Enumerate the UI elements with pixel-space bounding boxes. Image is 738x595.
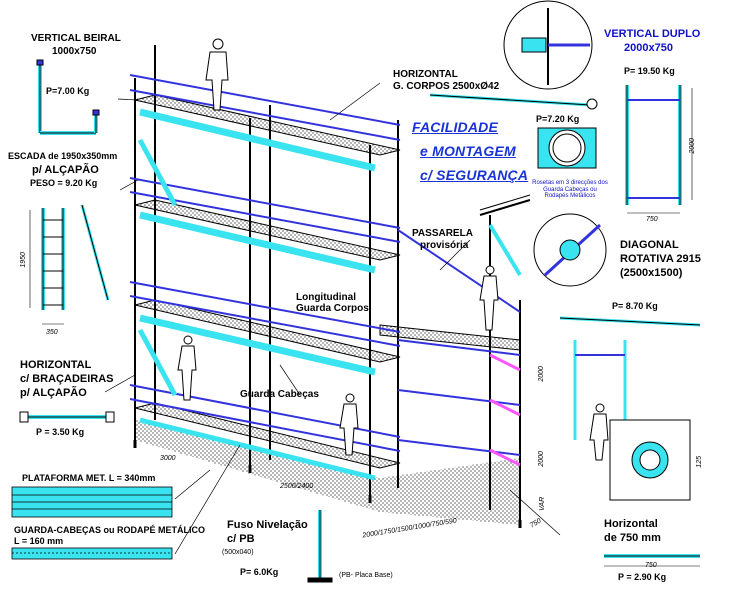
horizontal-g-corpos-line1: HORIZONTAL xyxy=(393,69,458,80)
workers xyxy=(177,38,609,461)
escada-detail xyxy=(29,204,110,325)
horizontal-bracadeiras-line3: p/ ALÇAPÃO xyxy=(20,387,87,399)
vertical-duplo-weight: P= 19.50 Kg xyxy=(624,66,675,76)
passarela-line1: PASSARELA xyxy=(412,228,473,239)
fuso-line3: (500x040) xyxy=(222,549,254,556)
diagonal-detail xyxy=(533,213,701,327)
facilidade-line2: e MONTAGEM xyxy=(420,143,516,159)
diagonal-weight: P= 8.70 Kg xyxy=(612,301,658,311)
guarda-cabecas-size: L = 160 mm xyxy=(14,536,64,546)
horizontal-bracadeiras-line2: c/ BRAÇADEIRAS xyxy=(20,373,114,385)
horizontal-750-width: 750 xyxy=(645,562,657,569)
diagonal-line1: DIAGONAL xyxy=(620,239,679,251)
horizontal-g-corpos xyxy=(429,93,598,110)
dim-2500-2400: 2500/2400 xyxy=(280,483,314,490)
plataforma-detail xyxy=(11,486,173,560)
horizontal-bracadeiras-weight: P = 3.50 Kg xyxy=(36,427,85,437)
dim-125: 125 xyxy=(696,456,703,468)
fuso-line1: Fuso Nivelação xyxy=(227,519,308,531)
rosette-note: Rosetas em 3 direcções dos Guarda Cabeça… xyxy=(532,180,608,200)
fuso-line2: c/ PB xyxy=(227,533,255,545)
vertical-duplo-width: 750 xyxy=(646,216,658,223)
vertical-beiral-detail xyxy=(36,59,100,135)
leader-lines xyxy=(104,82,561,555)
vertical-duplo-line2: 2000x750 xyxy=(624,42,673,54)
longitudinal-line1: Longitudinal xyxy=(296,292,356,303)
diagonal-line2: ROTATIVA 2915 xyxy=(620,253,701,265)
escada-title: ESCADA de 1950x350mm xyxy=(8,151,118,161)
vertical-duplo-line1: VERTICAL DUPLO xyxy=(604,28,701,40)
fuso-weight: P= 6.0Kg xyxy=(240,567,279,577)
longitudinal-line2: Guarda Corpos xyxy=(296,303,369,314)
guarda-cabecas-title: GUARDA-CABEÇAS ou RODAPÉ METÁLICO xyxy=(14,525,205,535)
plataforma-title: PLATAFORMA MET. L = 340mm xyxy=(22,473,156,483)
passarela-line2: provisória xyxy=(420,240,469,251)
dim-2000-lower: 2000 xyxy=(537,451,545,467)
facilidade-line3: c/ SEGURANÇA xyxy=(420,167,529,183)
vertical-duplo-height: 2000 xyxy=(688,138,696,154)
horizontal-g-corpos-weight: P=7.20 Kg xyxy=(536,114,580,124)
guarda-cabecas-label: Guarda Cabeças xyxy=(240,389,319,400)
escada-height: 1950 xyxy=(19,252,27,268)
fuso-nivelacao xyxy=(307,510,333,583)
vertical-beiral-title: VERTICAL BEIRAL xyxy=(31,33,121,44)
escada-width: 350 xyxy=(46,329,58,336)
horizontal-750-line2: de 750 mm xyxy=(604,532,661,544)
escada-subtitle: p/ ALÇAPÃO xyxy=(32,164,99,176)
rosette-detail xyxy=(537,127,597,169)
vertical-duplo-connector-detail xyxy=(503,0,593,90)
diagonal-line3: (2500x1500) xyxy=(620,267,683,279)
horizontal-bracadeiras-line1: HORIZONTAL xyxy=(20,359,92,371)
main-scaffold xyxy=(129,45,531,528)
placa-base-label: (PB- Placa Base) xyxy=(339,572,393,579)
vertical-beiral-weight: P=7.00 Kg xyxy=(46,86,90,96)
horizontal-750-weight: P = 2.90 Kg xyxy=(618,572,667,582)
dim-var: VAR xyxy=(539,496,547,511)
horizontal-750-detail xyxy=(573,340,700,567)
dim-3000: 3000 xyxy=(160,455,176,462)
facilidade-line1: FACILIDADE xyxy=(412,119,498,135)
horizontal-750-line1: Horizontal xyxy=(604,518,658,530)
escada-weight: PESO = 9.20 Kg xyxy=(30,178,98,188)
horizontal-bracadeiras-detail xyxy=(19,411,115,423)
dim-2000-upper: 2000 xyxy=(537,366,545,382)
horizontal-g-corpos-line2: G. CORPOS 2500xØ42 xyxy=(393,81,500,92)
vertical-duplo-frame xyxy=(625,85,693,214)
vertical-beiral-size: 1000x750 xyxy=(52,46,97,57)
